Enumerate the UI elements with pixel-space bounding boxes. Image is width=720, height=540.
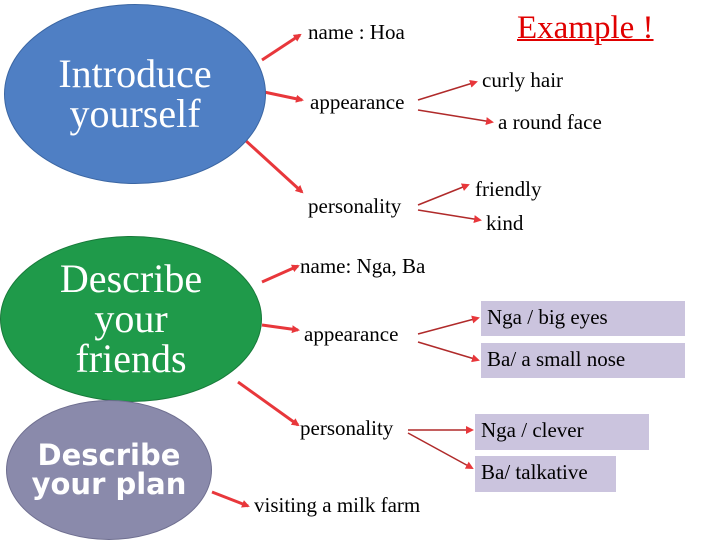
intro-personality-label: personality — [308, 194, 402, 218]
oval-plan-line-2: your plan — [31, 467, 187, 501]
friends-appearance-label: appearance — [304, 322, 399, 346]
friends-appearance-box-2: Ba/ a small nose — [481, 343, 685, 378]
oval-plan-line-1: Describe — [37, 438, 181, 472]
friends-personality-box-2: Ba/ talkative — [475, 456, 616, 492]
arrow-talkative — [407, 432, 474, 469]
intro-name-label: name : Hoa — [308, 20, 405, 44]
plan-activity-label: visiting a milk farm — [254, 493, 421, 517]
intro-appearance-item-2: a round face — [498, 110, 602, 134]
oval-describe-plan: Describe your plan — [6, 400, 212, 540]
arrow-small-nose — [417, 341, 480, 363]
arrow-big-eyes — [417, 315, 480, 335]
intro-appearance-label: appearance — [310, 90, 405, 114]
arrow-intro-personality — [243, 138, 304, 194]
friends-appearance-box-1: Nga / big eyes — [481, 301, 685, 336]
arrow-round-face — [417, 109, 494, 125]
intro-personality-item-1: friendly — [475, 177, 542, 201]
arrow-friendly — [417, 183, 470, 206]
arrow-intro-name — [261, 33, 302, 62]
arrow-friends-appearance — [261, 323, 300, 334]
oval-friends-line-2: your — [94, 296, 168, 341]
arrow-friends-personality — [237, 380, 300, 427]
oval-intro-line-2: yourself — [69, 91, 201, 136]
arrow-plan-activity — [211, 490, 250, 508]
example-title: Example ! — [517, 10, 654, 46]
arrow-curly-hair — [417, 79, 478, 101]
intro-appearance-item-1: curly hair — [482, 68, 564, 92]
friends-personality-label: personality — [300, 416, 394, 440]
arrow-intro-appearance — [263, 90, 304, 103]
oval-friends-line-1: Describe — [59, 256, 203, 301]
arrow-kind — [417, 209, 482, 223]
friends-name-label: name: Nga, Ba — [300, 254, 426, 278]
oval-friends-line-3: friends — [75, 336, 187, 381]
oval-describe-friends: Describe your friends — [0, 236, 262, 402]
friends-personality-box-1: Nga / clever — [475, 414, 649, 450]
oval-intro-line-1: Introduce — [58, 51, 212, 96]
intro-personality-item-2: kind — [486, 211, 524, 235]
arrow-friends-name — [261, 264, 300, 284]
oval-introduce-yourself: Introduce yourself — [4, 4, 266, 184]
